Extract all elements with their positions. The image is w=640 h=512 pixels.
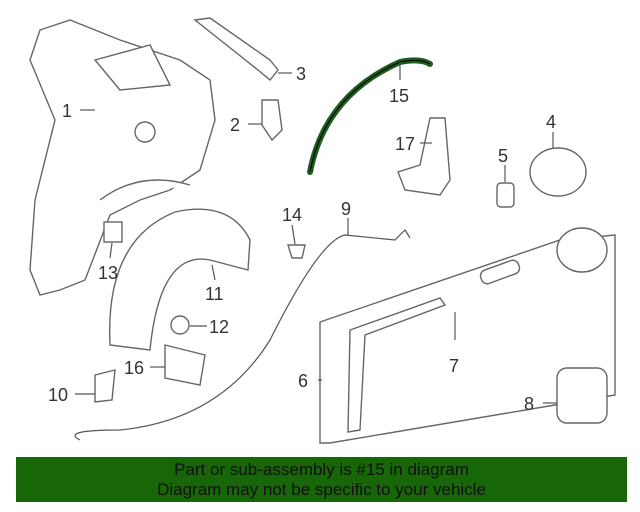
part-2-bracket[interactable] <box>261 99 283 142</box>
label-9[interactable]: 9 <box>341 199 351 219</box>
label-16[interactable]: 16 <box>124 358 144 378</box>
label-1[interactable]: 1 <box>62 101 72 121</box>
part-labels: 1 2 3 4 5 6 7 8 9 10 11 12 13 14 15 16 1… <box>48 64 556 414</box>
part-7-molding[interactable] <box>347 297 447 433</box>
part-4-fuel-door[interactable] <box>529 147 587 197</box>
label-17[interactable]: 17 <box>395 134 415 154</box>
label-7[interactable]: 7 <box>449 356 459 376</box>
part-14-clip[interactable] <box>287 244 306 259</box>
fuel-filler-housing[interactable] <box>556 227 608 273</box>
part-1-quarter-panel[interactable] <box>29 19 216 296</box>
notice-banner: Part or sub-assembly is #15 in diagram D… <box>16 457 627 502</box>
label-3[interactable]: 3 <box>296 64 306 84</box>
label-13[interactable]: 13 <box>98 263 118 283</box>
part-12-grommet[interactable] <box>170 315 190 335</box>
label-6[interactable]: 6 <box>298 371 308 391</box>
label-2[interactable]: 2 <box>230 115 240 135</box>
part-8-vent[interactable] <box>556 367 608 424</box>
label-15[interactable]: 15 <box>389 86 409 106</box>
part-10-housing[interactable] <box>94 369 116 403</box>
label-4[interactable]: 4 <box>546 112 556 132</box>
part-9-cable[interactable] <box>74 229 411 441</box>
label-10[interactable]: 10 <box>48 385 68 405</box>
part-11-liner[interactable] <box>108 208 251 351</box>
part-13-clip[interactable] <box>103 221 123 243</box>
part-3-brace[interactable] <box>193 17 279 81</box>
label-12[interactable]: 12 <box>209 317 229 337</box>
label-14[interactable]: 14 <box>282 205 302 225</box>
part-15-molding[interactable] <box>307 57 433 175</box>
banner-line-2: Diagram may not be specific to your vehi… <box>157 480 486 499</box>
part-5-clip[interactable] <box>496 182 515 208</box>
label-11[interactable]: 11 <box>205 284 224 304</box>
part-16-bracket[interactable] <box>164 344 206 386</box>
leader-lines <box>75 62 557 404</box>
part-17-mudguard[interactable] <box>397 117 451 196</box>
banner-line-1: Part or sub-assembly is #15 in diagram <box>174 460 469 479</box>
label-8[interactable]: 8 <box>524 394 534 414</box>
label-5[interactable]: 5 <box>498 146 508 166</box>
